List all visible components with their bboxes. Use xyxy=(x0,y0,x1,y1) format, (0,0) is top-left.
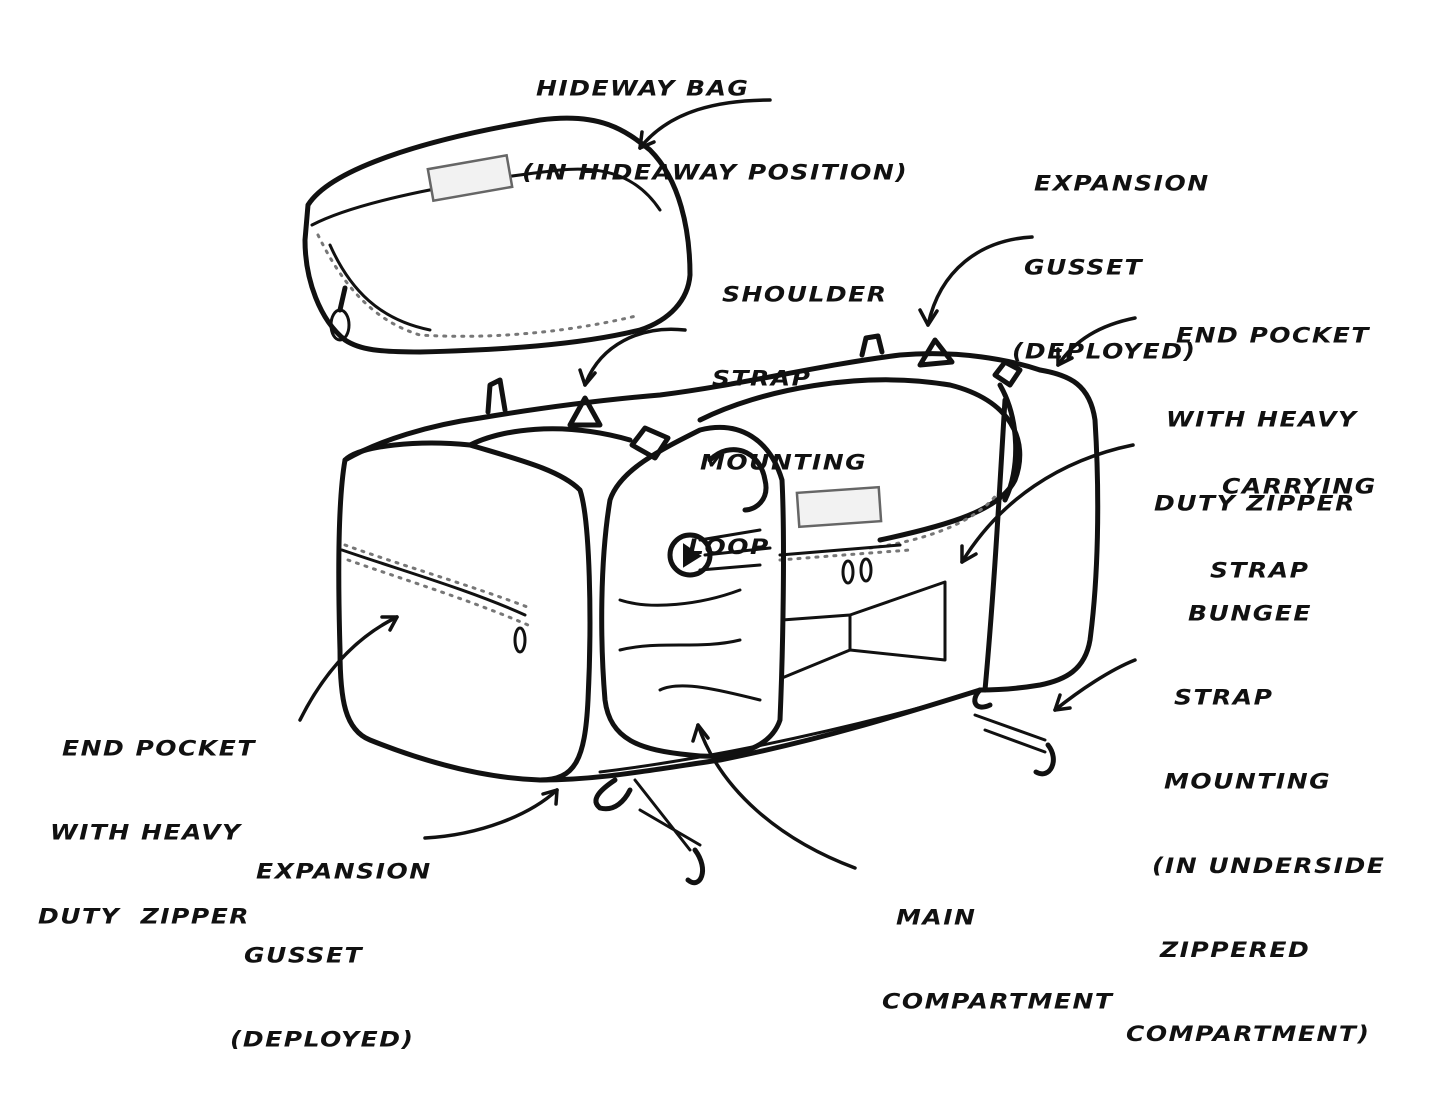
arrow-carrying-strap xyxy=(960,443,1135,564)
label-carrying-strap: CARRYING STRAP xyxy=(1210,416,1377,640)
label-shoulder-strap-loop: SHOULDER STRAP MOUNTING LOOP xyxy=(688,224,888,617)
label-line: HIDEWAY BAG xyxy=(536,75,750,101)
label-expansion-gusset-top: EXPANSION GUSSET (DEPLOYED) xyxy=(1012,113,1210,422)
left-zipper-pull-icon xyxy=(513,626,527,654)
label-line: STRAP xyxy=(1210,557,1310,583)
arrow-shoulder-strap xyxy=(583,327,687,387)
bag-illustration xyxy=(298,98,1137,885)
label-end-pocket-left: END POCKET WITH HEAVY DUTY ZIPPER xyxy=(38,678,256,987)
label-line: MOUNTING xyxy=(1164,769,1332,794)
arrow-main-compartment xyxy=(696,723,857,870)
label-line: GUSSET xyxy=(1024,254,1144,280)
shoulder-strap-loop-left-icon xyxy=(567,395,603,428)
shoulder-strap-loop-right-icon xyxy=(917,337,955,368)
left-end-panel xyxy=(336,440,593,783)
label-line: MOUNTING xyxy=(700,450,868,475)
arrow-end-pocket-right xyxy=(1056,316,1137,367)
label-line: COMPARTMENT) xyxy=(1126,1021,1371,1047)
label-line: COMPARTMENT xyxy=(882,988,1114,1014)
label-bungee-strap-mounting: BUNGEE STRAP MOUNTING (IN UNDERSIDE ZIPP… xyxy=(1126,543,1385,1104)
label-line: (IN HIDEAWAY POSITION) xyxy=(522,159,909,185)
label-line: (DEPLOYED) xyxy=(1012,339,1197,364)
arrow-bungee-mounting xyxy=(1053,658,1137,712)
label-line: (DEPLOYED) xyxy=(230,1027,415,1052)
label-line: END POCKET xyxy=(62,735,256,761)
label-main-compartment: MAIN COMPARTMENT xyxy=(882,847,1113,1071)
label-line: EXPANSION xyxy=(256,858,432,884)
label-line: (IN UNDERSIDE xyxy=(1152,853,1386,878)
hideaway-bag-drawing xyxy=(302,115,693,355)
arrow-end-pocket-left xyxy=(298,615,399,722)
label-line: STRAP xyxy=(712,365,812,391)
label-line: BUNGEE xyxy=(1188,600,1312,626)
front-logo-patch xyxy=(795,485,883,529)
label-line: SHOULDER xyxy=(722,281,888,307)
arrow-expansion-gusset-bottom xyxy=(423,788,559,840)
main-zipper-pulls-icon xyxy=(841,557,873,585)
label-line: DUTY ZIPPER xyxy=(38,904,251,929)
arrow-expansion-gusset-top xyxy=(926,235,1034,327)
label-line: END POCKET xyxy=(1176,322,1370,348)
duffel-bag-drawing xyxy=(336,333,1101,885)
logo-patch xyxy=(426,153,514,203)
leader-arrows xyxy=(298,98,1137,870)
label-hideway-bag: HIDEWAY BAG (IN HIDEAWAY POSITION) xyxy=(522,18,908,242)
label-line: MAIN xyxy=(896,904,977,930)
zipper-pull-icon xyxy=(329,285,351,342)
label-line: ZIPPERED xyxy=(1160,937,1311,963)
label-line: CARRYING xyxy=(1222,473,1377,499)
label-line: EXPANSION xyxy=(1034,170,1210,196)
label-line: WITH HEAVY xyxy=(1166,406,1358,432)
label-line: WITH HEAVY xyxy=(50,819,242,845)
arrow-hideaway-bag xyxy=(638,98,772,150)
label-end-pocket-right: END POCKET WITH HEAVY DUTY ZIPPER xyxy=(1154,265,1370,574)
label-line: GUSSET xyxy=(244,942,364,968)
label-line: LOOP xyxy=(688,534,770,559)
bungee-hook-front-icon xyxy=(593,777,706,885)
bungee-hook-right-icon xyxy=(972,687,1056,777)
label-line: STRAP xyxy=(1174,684,1274,710)
label-line: DUTY ZIPPER xyxy=(1154,491,1356,516)
bag-diagram: HIDEWAY BAG (IN HIDEAWAY POSITION) EXPAN… xyxy=(38,18,1384,1052)
label-expansion-gusset-bottom: EXPANSION GUSSET (DEPLOYED) xyxy=(230,801,432,1110)
